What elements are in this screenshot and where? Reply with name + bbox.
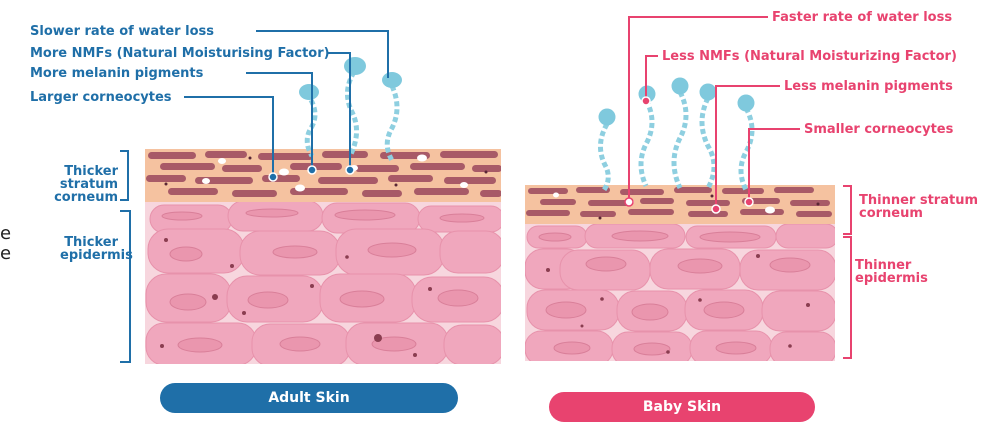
baby-epidermis-label: Thinner epidermis (855, 259, 931, 285)
adult-epidermis-cells (146, 201, 504, 366)
adult-skin-button[interactable]: Adult Skin (160, 383, 458, 413)
adult-melanin-label: More melanin pigments (30, 66, 203, 81)
adult-skin-illustration (120, 31, 504, 366)
clipped-text-fragment: e (0, 244, 11, 264)
baby-water-vapor (599, 78, 755, 191)
baby-stratum-label: Thinner stratum corneum (859, 194, 987, 220)
adult-corneocytes-label: Larger corneocytes (30, 90, 172, 105)
adult-water-loss-label: Slower rate of water loss (30, 24, 214, 39)
adult-epidermis-label: Thicker epidermis (60, 236, 118, 262)
clipped-text-fragment: e (0, 224, 11, 244)
baby-skin-illustration (525, 17, 851, 366)
baby-melanin-label: Less melanin pigments (784, 79, 953, 94)
baby-nmf-label: Less NMFs (Natural Moisturizing Factor) (662, 49, 957, 64)
baby-skin-button[interactable]: Baby Skin (549, 392, 815, 422)
baby-corneocytes-label: Smaller corneocytes (804, 122, 953, 137)
adult-stratum-label: Thicker stratum corneum (2, 165, 118, 204)
adult-nmf-label: More NMFs (Natural Moisturising Factor) (30, 46, 330, 61)
baby-water-loss-label: Faster rate of water loss (772, 10, 952, 25)
